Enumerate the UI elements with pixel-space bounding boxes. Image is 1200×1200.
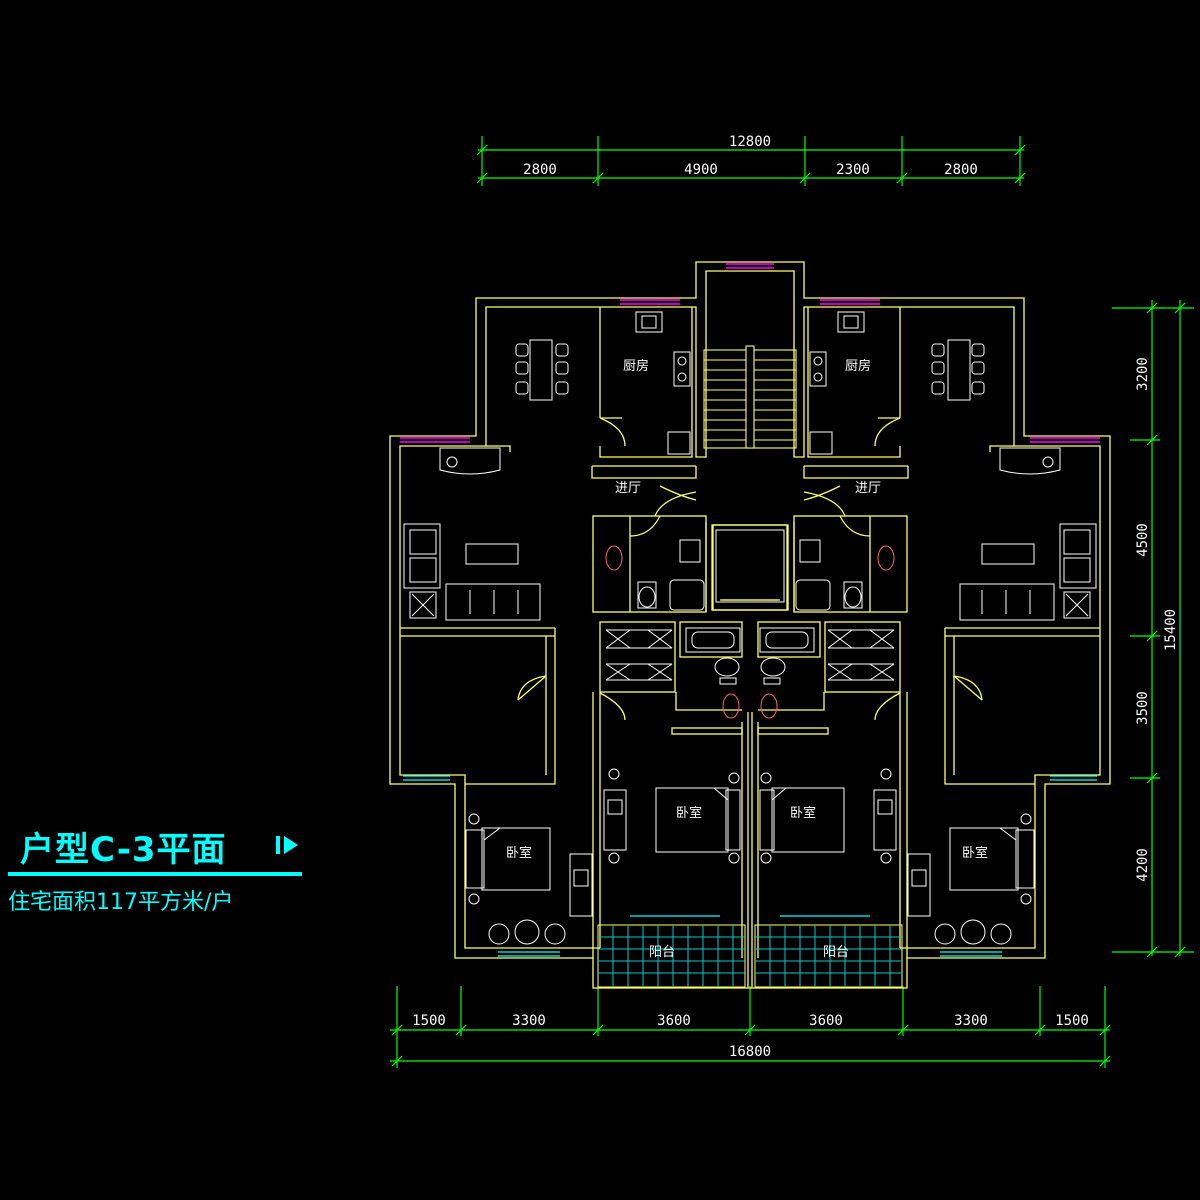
dim-top-total: 12800: [729, 134, 771, 150]
dim-bottom-4: 3600: [809, 1013, 843, 1029]
dim-top-3: 2300: [836, 162, 870, 178]
label-hall-right: 进厅: [855, 481, 881, 496]
sink-fixtures: [605, 545, 895, 719]
staircase: [703, 345, 797, 449]
plan-subtitle: 住宅面积117平方米/户: [8, 890, 234, 915]
glazing: [403, 775, 1097, 957]
dim-right-4: 4200: [1135, 848, 1151, 882]
label-bedroom-2: 卧室: [676, 805, 702, 821]
label-hall-left: 进厅: [615, 481, 641, 496]
dim-right-2: 4500: [1135, 523, 1151, 557]
dim-bottom-5: 3300: [954, 1013, 988, 1029]
dim-bottom-3: 3600: [657, 1013, 691, 1029]
windows: [400, 263, 1100, 443]
label-bedroom-1: 卧室: [506, 845, 532, 861]
dim-bottom-2: 3300: [512, 1013, 546, 1029]
label-balcony-left: 阳台: [649, 945, 675, 960]
balcony-right-grid: [754, 924, 903, 988]
balcony-left-grid: [597, 924, 746, 988]
bottom-dimension-lines: [390, 986, 1111, 1068]
dim-top-2: 4900: [684, 162, 718, 178]
play-arrow-icon: [276, 836, 298, 854]
dim-right-total: 15400: [1163, 609, 1179, 651]
dim-top-1: 2800: [523, 162, 557, 178]
dim-right-3: 3500: [1135, 691, 1151, 725]
label-kitchen-left: 厨房: [623, 358, 649, 374]
right-dimension-lines: [1112, 300, 1194, 958]
dim-right-1: 3200: [1135, 357, 1151, 391]
title-underline: [8, 872, 302, 876]
top-dimension-lines: [476, 136, 1026, 186]
dim-bottom-1: 1500: [412, 1013, 446, 1029]
furniture-left-unit: [403, 311, 785, 945]
dim-bottom-6: 1500: [1055, 1013, 1089, 1029]
label-kitchen-right: 厨房: [845, 358, 871, 374]
label-bedroom-3: 卧室: [790, 805, 816, 821]
label-balcony-right: 阳台: [823, 945, 849, 960]
label-bedroom-4: 卧室: [962, 845, 988, 861]
dim-bottom-total: 16800: [729, 1044, 771, 1060]
dim-top-4: 2800: [944, 162, 978, 178]
plan-title: 户型C-3平面: [20, 830, 227, 870]
